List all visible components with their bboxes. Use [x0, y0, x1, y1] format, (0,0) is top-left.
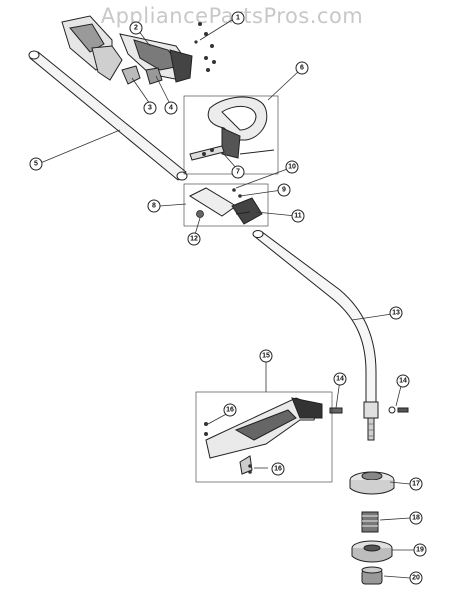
callout-20: 20 [409, 571, 423, 585]
callout-19: 19 [413, 543, 427, 557]
callout-3: 3 [143, 101, 157, 115]
svg-text:2: 2 [134, 25, 138, 32]
svg-text:20: 20 [412, 575, 420, 582]
svg-text:5: 5 [34, 161, 38, 168]
svg-text:16: 16 [274, 466, 282, 473]
callout-15: 15 [259, 349, 273, 363]
svg-text:10: 10 [288, 164, 296, 171]
svg-text:16: 16 [226, 407, 234, 414]
svg-text:13: 13 [392, 310, 400, 317]
upper-handle-assembly [61, 15, 216, 85]
svg-text:19: 19 [416, 547, 424, 554]
svg-text:12: 12 [190, 236, 198, 243]
svg-text:11: 11 [294, 213, 302, 220]
callout-10: 10 [285, 160, 299, 174]
svg-text:14: 14 [399, 378, 407, 385]
callout-17: 17 [409, 477, 423, 491]
leader-lines [37, 19, 414, 579]
coupler-assembly [183, 183, 269, 227]
svg-text:15: 15 [262, 353, 270, 360]
callout-2: 2 [129, 21, 143, 35]
callout-4: 4 [164, 101, 178, 115]
callout-5: 5 [29, 157, 43, 171]
lower-shaft [252, 230, 379, 441]
callout-9: 9 [277, 183, 291, 197]
callout-7: 7 [231, 165, 245, 179]
svg-text:6: 6 [300, 65, 304, 72]
svg-text:14: 14 [336, 376, 344, 383]
callout-14-left: 14 [333, 372, 347, 386]
svg-text:18: 18 [412, 515, 420, 522]
callout-13: 13 [389, 306, 403, 320]
watermark: AppliancePartsPros.com [0, 4, 464, 28]
assist-handle [183, 95, 279, 175]
svg-text:8: 8 [152, 203, 156, 210]
svg-text:17: 17 [412, 481, 420, 488]
callout-1: 1 [231, 11, 245, 25]
svg-text:7: 7 [236, 169, 240, 176]
svg-text:1: 1 [236, 15, 240, 22]
guard-assembly [195, 391, 333, 483]
svg-text:9: 9 [282, 187, 286, 194]
callout-8: 8 [147, 199, 161, 213]
callout-6: 6 [295, 61, 309, 75]
callout-16-top: 16 [223, 403, 237, 417]
callout-14-right: 14 [396, 374, 410, 388]
callout-12: 12 [187, 232, 201, 246]
svg-text:4: 4 [169, 105, 173, 112]
callout-11: 11 [291, 209, 305, 223]
svg-text:3: 3 [148, 105, 152, 112]
main-shaft [28, 50, 188, 181]
trimmer-head-parts [349, 471, 395, 585]
callout-16-bottom: 16 [271, 462, 285, 476]
callout-18: 18 [409, 511, 423, 525]
